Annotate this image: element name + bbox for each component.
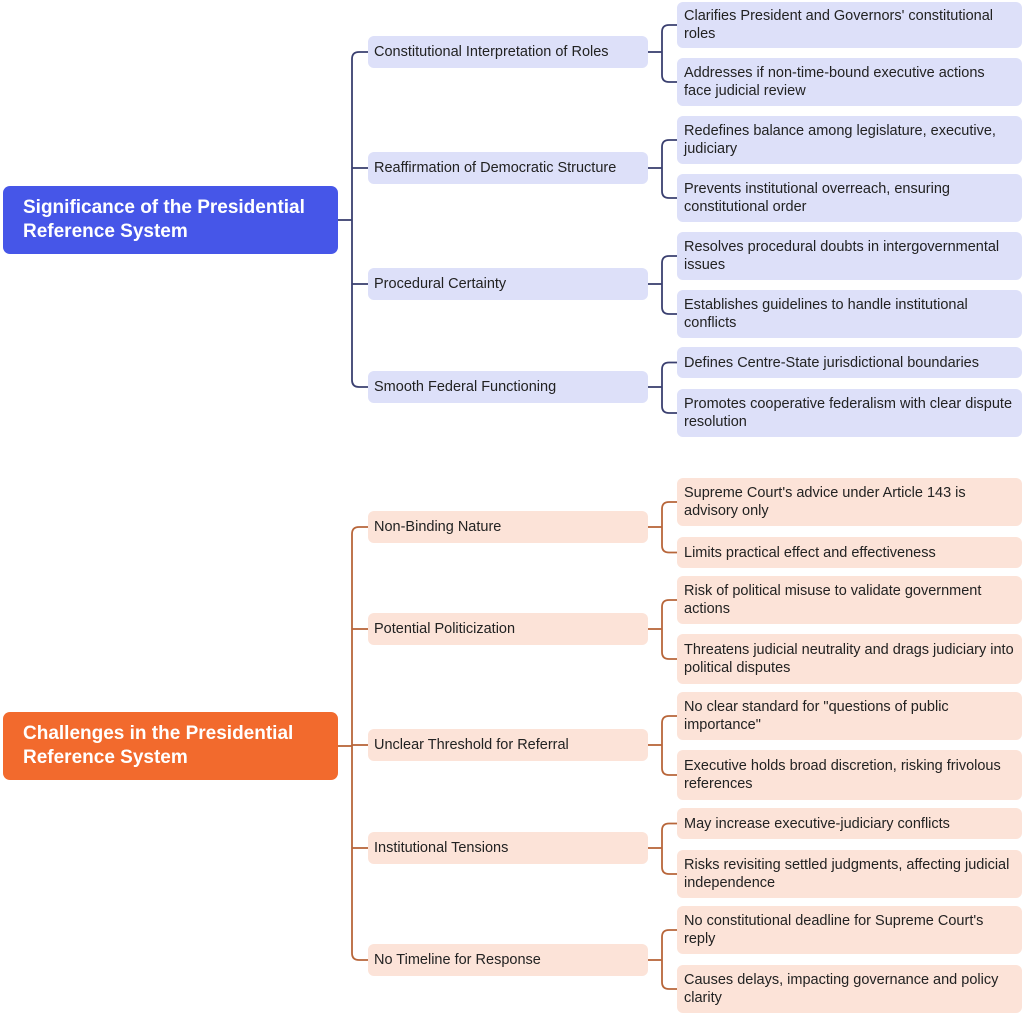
leaf-node[interactable]: Risks revisiting settled judgments, affe…	[677, 850, 1022, 898]
leaf-node[interactable]: Risk of political misuse to validate gov…	[677, 576, 1022, 624]
leaf-node[interactable]: Defines Centre-State jurisdictional boun…	[677, 347, 1022, 378]
branch-node[interactable]: Institutional Tensions	[368, 832, 648, 864]
branch-connector-bracket	[661, 715, 677, 776]
root-node[interactable]: Challenges in the Presidential Reference…	[3, 712, 338, 780]
branch-connector-bracket	[661, 599, 677, 660]
branch-node[interactable]: Non-Binding Nature	[368, 511, 648, 543]
branch-node[interactable]: Smooth Federal Functioning	[368, 371, 648, 403]
branch-node[interactable]: Reaffirmation of Democratic Structure	[368, 152, 648, 184]
branch-connector-bracket	[661, 255, 677, 315]
branch-connector-bracket	[661, 361, 677, 414]
root-node[interactable]: Significance of the Presidential Referen…	[3, 186, 338, 254]
leaf-node[interactable]: Establishes guidelines to handle institu…	[677, 290, 1022, 338]
branch-node[interactable]: Constitutional Interpretation of Roles	[368, 36, 648, 68]
branch-connector-bracket	[661, 24, 677, 83]
branch-connector-bracket	[661, 929, 677, 990]
leaf-node[interactable]: Addresses if non-time-bound executive ac…	[677, 58, 1022, 106]
branch-node[interactable]: No Timeline for Response	[368, 944, 648, 976]
leaf-node[interactable]: Causes delays, impacting governance and …	[677, 965, 1022, 1013]
leaf-node[interactable]: Prevents institutional overreach, ensuri…	[677, 174, 1022, 222]
branch-connector-bracket	[661, 501, 677, 554]
leaf-node[interactable]: No clear standard for "questions of publ…	[677, 692, 1022, 740]
branch-node[interactable]: Potential Politicization	[368, 613, 648, 645]
leaf-node[interactable]: Clarifies President and Governors' const…	[677, 2, 1022, 48]
leaf-node[interactable]: Executive holds broad discretion, riskin…	[677, 750, 1022, 800]
leaf-node[interactable]: Limits practical effect and effectivenes…	[677, 537, 1022, 568]
branch-node[interactable]: Unclear Threshold for Referral	[368, 729, 648, 761]
branch-node[interactable]: Procedural Certainty	[368, 268, 648, 300]
leaf-node[interactable]: Supreme Court's advice under Article 143…	[677, 478, 1022, 526]
leaf-node[interactable]: Promotes cooperative federalism with cle…	[677, 389, 1022, 437]
branch-connector-bracket	[661, 139, 677, 199]
branch-connector-bracket	[661, 822, 677, 875]
leaf-node[interactable]: No constitutional deadline for Supreme C…	[677, 906, 1022, 954]
root-connector-bracket	[351, 526, 368, 961]
root-connector-bracket	[351, 51, 368, 388]
leaf-node[interactable]: May increase executive-judiciary conflic…	[677, 808, 1022, 839]
leaf-node[interactable]: Redefines balance among legislature, exe…	[677, 116, 1022, 164]
leaf-node[interactable]: Threatens judicial neutrality and drags …	[677, 634, 1022, 684]
leaf-node[interactable]: Resolves procedural doubts in intergover…	[677, 232, 1022, 280]
